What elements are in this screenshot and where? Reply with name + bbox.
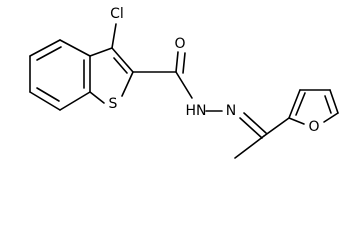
imine-nitrogen-label: N	[226, 103, 236, 119]
bond	[288, 117, 305, 125]
sulfur-label: S	[109, 96, 118, 112]
bond	[323, 112, 339, 123]
double-bond-inner	[324, 95, 332, 114]
bond	[329, 89, 339, 114]
bond	[59, 39, 91, 57]
carbonyl-oxygen-label: O	[174, 36, 185, 52]
bond	[263, 117, 290, 137]
bond	[59, 91, 91, 111]
furan-oxygen-label: O	[308, 119, 319, 135]
double-bond-inner	[36, 87, 60, 102]
hydrazide-nh-label: HN	[186, 103, 207, 119]
double-bond	[182, 52, 186, 74]
double-bond	[175, 51, 179, 73]
bond	[288, 89, 301, 119]
bond	[89, 91, 105, 104]
bond	[111, 47, 134, 73]
double-bond-inner	[295, 92, 306, 116]
double-bond-inner	[36, 46, 62, 61]
bond-methyl	[234, 135, 265, 159]
bond	[29, 39, 61, 57]
thiophene-ring	[89, 47, 134, 104]
bond-c-cl	[111, 23, 117, 49]
bond	[29, 91, 61, 111]
chlorine-label: Cl	[110, 6, 124, 22]
furan-ring	[288, 89, 339, 125]
double-bond	[239, 117, 263, 139]
benzene-ring	[29, 39, 91, 111]
double-bond-inner	[113, 57, 128, 74]
double-bond	[243, 112, 267, 134]
bond	[121, 71, 134, 97]
bond	[89, 47, 113, 57]
chemical-structure: Cl O S HN N O	[29, 6, 339, 159]
bond	[175, 71, 193, 99]
